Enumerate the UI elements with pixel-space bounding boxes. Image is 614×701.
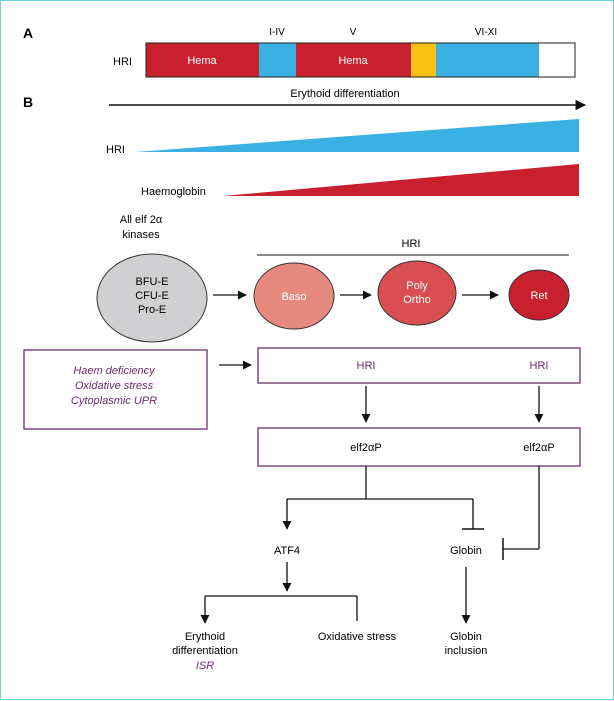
segment-hema-1 [146, 43, 259, 77]
hri-wedge [135, 119, 579, 152]
atf4-label: ATF4 [274, 545, 300, 557]
hri-gene-label: HRI [113, 56, 132, 68]
cell-progenitors-line-1: BFU-E [136, 276, 169, 288]
cell-poly-ortho [377, 260, 457, 326]
hri-box-left: HRI [357, 360, 376, 372]
isr-label: ISR [196, 660, 214, 672]
kinases-label-line-1: All elf 2α [120, 214, 163, 226]
cell-progenitors-line-3: Pro-E [138, 304, 166, 316]
stress-box [23, 349, 208, 430]
domain-label-v: V [350, 27, 357, 38]
cell-ret [508, 269, 570, 321]
stress-cytoplasmic-upr: Cytoplasmic UPR [71, 395, 157, 407]
erythoid-differentiation-label: Erythoid differentiation [290, 88, 399, 100]
panel-b-letter: B [23, 94, 33, 110]
erythoid-diff-line-1: Erythoid [185, 631, 225, 643]
hri-wedge-label: HRI [106, 144, 125, 156]
segment-yellow [411, 43, 436, 77]
haemoglobin-wedge-label: Haemoglobin [141, 186, 206, 198]
domain-label-i-iv: I-IV [269, 27, 285, 38]
segment-hema-2-label: Hema [338, 55, 368, 67]
segment-hema-1-label: Hema [187, 55, 217, 67]
hri-bracket-label: HRI [402, 238, 421, 250]
kinases-label-line-2: kinases [122, 229, 160, 241]
cell-baso-label: Baso [281, 291, 306, 303]
segment-blue-1 [259, 43, 296, 77]
globin-inclusion-line-1: Globin [450, 631, 482, 643]
cell-ortho-label: Ortho [403, 294, 431, 306]
segment-hema-2 [296, 43, 411, 77]
domain-label-vi-xi: VI-XI [475, 27, 497, 38]
panel-a-letter: A [23, 25, 33, 41]
cell-progenitors [96, 253, 208, 343]
elf-box-left: elf2αP [350, 442, 381, 454]
cell-poly-label: Poly [406, 280, 428, 292]
elf-box [257, 427, 581, 467]
segment-blue-2 [436, 43, 539, 77]
stress-oxidative: Oxidative stress [75, 380, 154, 392]
hri-box-right: HRI [530, 360, 549, 372]
hri-box [257, 347, 581, 384]
globin-inclusion-line-2: inclusion [445, 645, 488, 657]
stress-haem-deficiency: Haem deficiency [73, 365, 156, 377]
cell-progenitors-line-2: CFU-E [135, 290, 169, 302]
elf-box-right: elf2αP [523, 442, 554, 454]
erythoid-diff-line-2: differentiation [172, 645, 238, 657]
oxidative-stress-label: Oxidative stress [318, 631, 397, 643]
cell-ret-label: Ret [530, 290, 547, 302]
cell-baso [253, 262, 335, 330]
segment-white [539, 43, 575, 77]
globin-label: Globin [450, 545, 482, 557]
hri-domain-bar: Hema Hema [145, 42, 576, 78]
haemoglobin-wedge [223, 164, 579, 196]
